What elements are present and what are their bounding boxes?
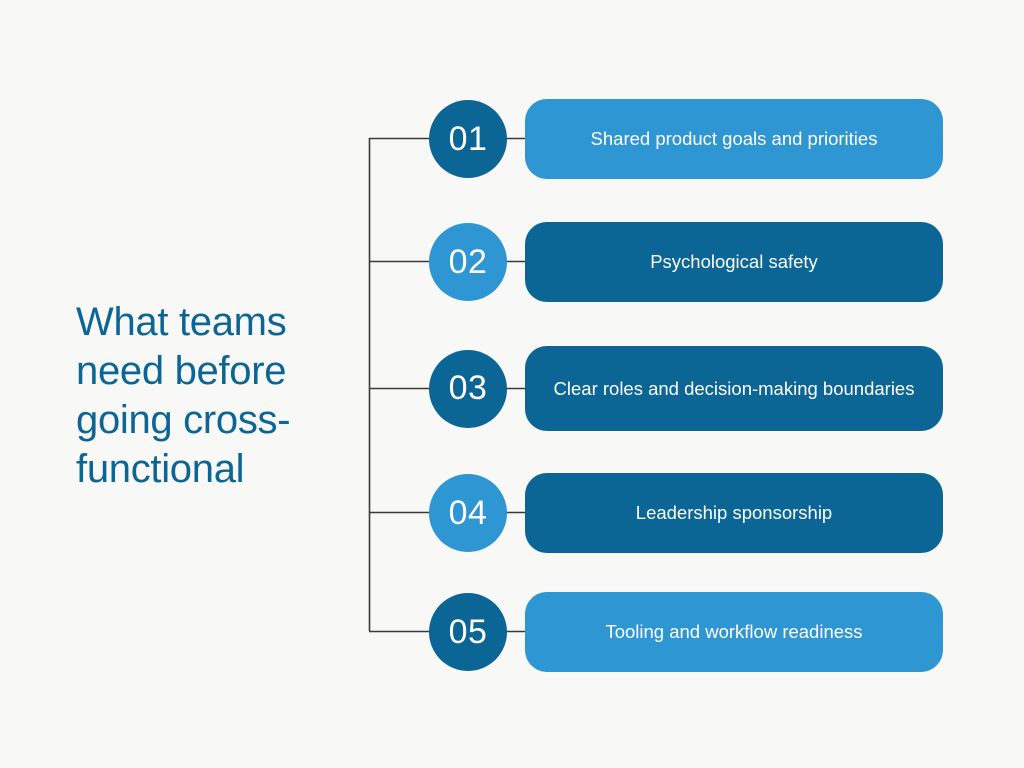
step-bar-5[interactable]: Tooling and workflow readiness — [525, 592, 943, 672]
step-bar-4[interactable]: Leadership sponsorship — [525, 473, 943, 553]
step-row-3[interactable]: 03 Clear roles and decision-making bound… — [429, 346, 943, 431]
title-block: What teams need before going cross- func… — [76, 298, 366, 494]
step-number-badge-2[interactable]: 02 — [429, 223, 507, 301]
step-label-1: Shared product goals and priorities — [590, 128, 878, 149]
step-row-4[interactable]: 04 Leadership sponsorship — [429, 473, 943, 553]
step-label-2: Psychological safety — [650, 251, 818, 272]
step-bar-2[interactable]: Psychological safety — [525, 222, 943, 302]
step-row-5[interactable]: 05 Tooling and workflow readiness — [429, 592, 943, 672]
step-label-5: Tooling and workflow readiness — [605, 621, 863, 642]
step-row-1[interactable]: 01 Shared product goals and priorities — [429, 99, 943, 179]
step-number-badge-5[interactable]: 05 — [429, 593, 507, 671]
step-bar-1[interactable]: Shared product goals and priorities — [525, 99, 943, 179]
step-number-badge-3[interactable]: 03 — [429, 349, 507, 428]
page-title: What teams need before going cross- func… — [76, 300, 291, 491]
step-label-4: Leadership sponsorship — [635, 502, 833, 523]
step-number-badge-4[interactable]: 04 — [429, 474, 507, 552]
step-number-badge-1[interactable]: 01 — [429, 100, 507, 178]
step-row-2[interactable]: 02 Psychological safety — [429, 222, 943, 302]
step-label-3: Clear roles and decision-making boundari… — [553, 377, 915, 399]
step-bar-3[interactable]: Clear roles and decision-making boundari… — [525, 346, 943, 431]
